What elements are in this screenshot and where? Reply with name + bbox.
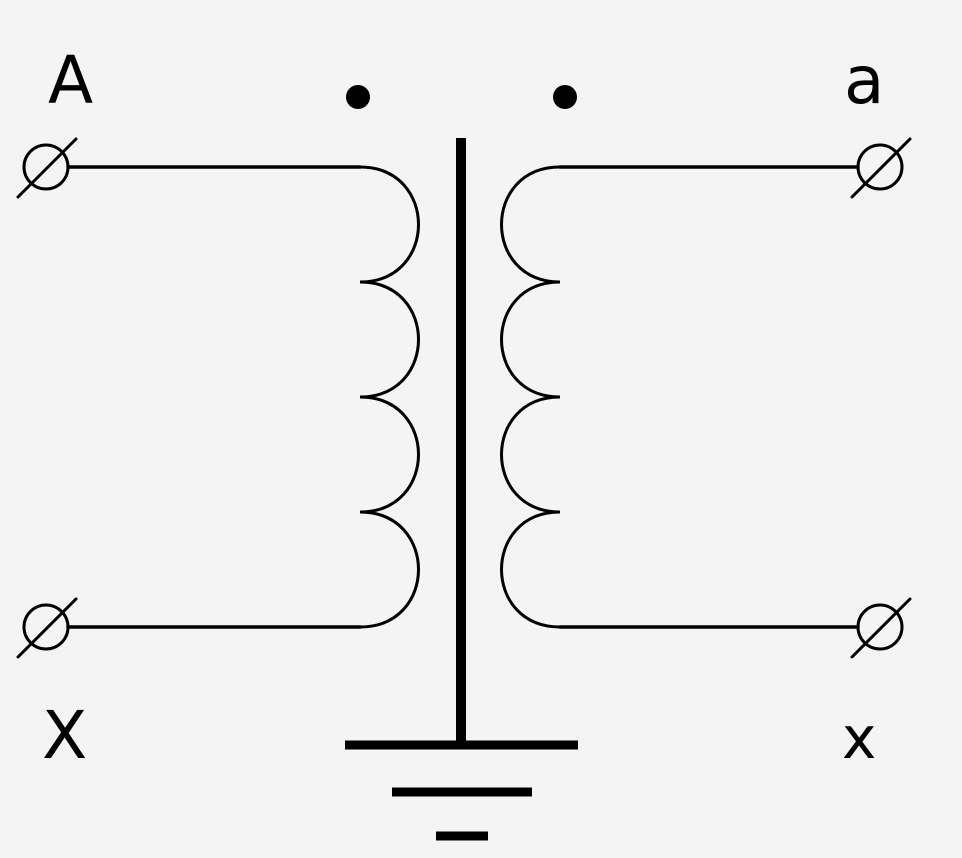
terminal-secondary-end	[850, 597, 912, 659]
secondary-winding	[500, 165, 561, 629]
terminal-secondary-start	[850, 137, 912, 199]
label-secondary-start: a	[844, 42, 884, 119]
polarity-dot-secondary	[553, 85, 577, 109]
ground-symbol	[345, 740, 578, 841]
label-primary-start: A	[48, 42, 93, 119]
label-secondary-end: x	[842, 704, 876, 772]
primary-winding	[359, 165, 420, 629]
polarity-dot-primary	[346, 85, 370, 109]
label-primary-end: X	[42, 697, 87, 774]
